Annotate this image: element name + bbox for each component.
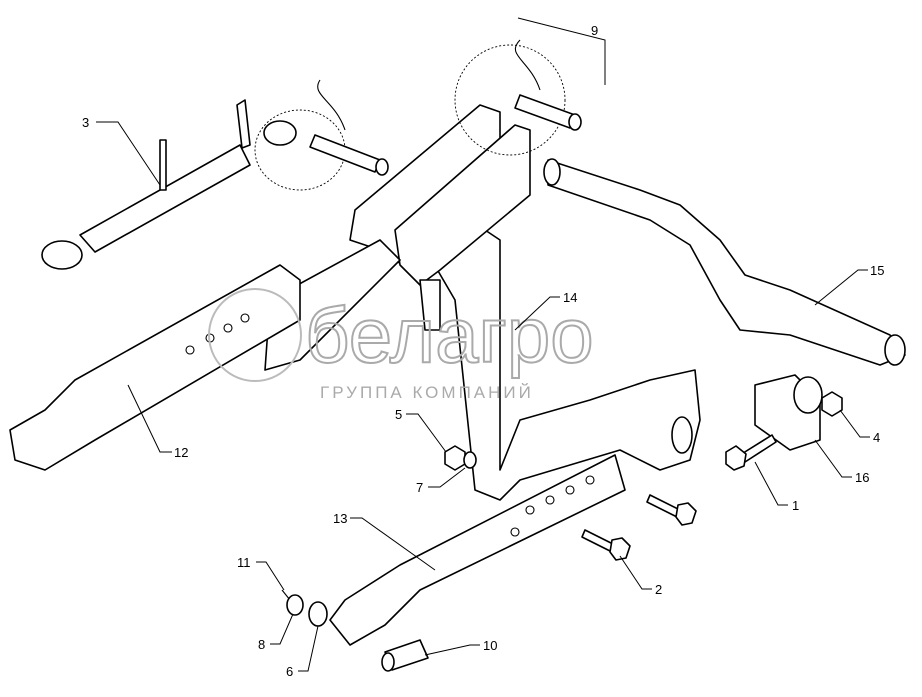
bolt-part-1	[725, 434, 777, 471]
callout-3: 3	[82, 115, 89, 130]
callout-8: 8	[258, 637, 265, 652]
washer-part-7	[463, 451, 477, 469]
lower-link-part-13	[329, 454, 626, 646]
watermark-subtitle: ГРУППА КОМПАНИЙ	[320, 383, 534, 402]
bolt-part-2	[581, 494, 697, 561]
leader-lines	[96, 17, 870, 672]
callout-16: 16	[855, 470, 869, 485]
callout-7: 7	[416, 480, 423, 495]
washer-part-6	[308, 601, 328, 627]
callout-labels: 3 9 15 14 12 5 7 4 16 1 13 2 11 8 6 10	[82, 23, 884, 679]
callout-15: 15	[870, 263, 884, 278]
clamp-part-16	[754, 374, 823, 451]
nut-part-4	[821, 391, 843, 417]
callout-11: 11	[237, 555, 251, 570]
callout-12: 12	[174, 445, 188, 460]
callout-13: 13	[333, 511, 347, 526]
lower-link-part-12	[9, 264, 301, 471]
nut-part-5	[444, 445, 466, 471]
callout-2: 2	[655, 582, 662, 597]
pin-part-10	[381, 639, 429, 672]
callout-14: 14	[563, 290, 577, 305]
main-frame-part-14	[264, 104, 701, 501]
watermark: белагро ГРУППА КОМПАНИЙ	[208, 288, 595, 402]
callout-1: 1	[792, 498, 799, 513]
watermark-brand: белагро	[305, 291, 594, 379]
ring-part-8	[286, 594, 304, 616]
callout-4: 4	[873, 430, 880, 445]
callout-6: 6	[286, 664, 293, 679]
callout-10: 10	[483, 638, 497, 653]
callout-5: 5	[395, 407, 402, 422]
callout-9: 9	[591, 23, 598, 38]
pins-part-9	[254, 39, 582, 191]
cross-shaft-part-15	[543, 158, 906, 366]
top-link-part-3	[41, 99, 297, 270]
